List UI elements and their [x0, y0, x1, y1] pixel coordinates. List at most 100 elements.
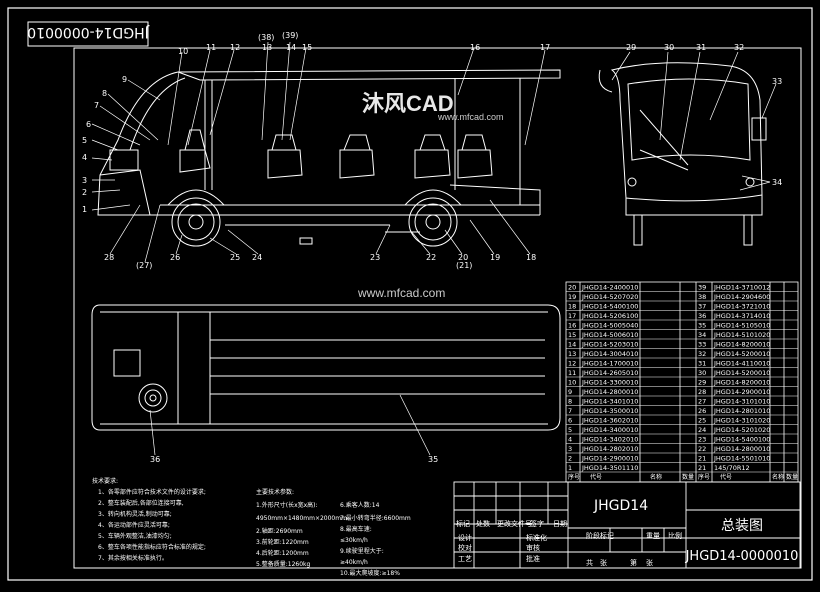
tech-line-4: 4、各运动部件应灵活可靠; [98, 521, 170, 529]
bom-header-name-1: 名称 [650, 473, 662, 481]
param-right-4: ≤30km/h [340, 537, 368, 544]
param-right-5: 9.续驶里程大于: [340, 547, 384, 555]
bom-cell: 23 [698, 436, 706, 444]
title-block-title: 总装图 [721, 518, 763, 534]
bom-header-no-1: 序号 [568, 473, 580, 481]
callout-26: 26 [170, 253, 180, 262]
bom-cell: JHGD14-5200010 [713, 350, 770, 358]
bom-cell: 30 [698, 369, 706, 377]
bom-cell: JHGD14-2400010 [581, 284, 638, 292]
top-callout-labels: 35 36 [150, 455, 438, 464]
bom-cell: 6 [568, 417, 572, 425]
bom-cell: JHGD14-3004010 [581, 350, 638, 358]
bom-cell: 5 [568, 426, 572, 434]
callout-36: 36 [150, 455, 160, 464]
bom-cell: JHGD14-3714010 [713, 312, 770, 320]
watermark-logo: 沐风CAD [362, 86, 454, 118]
callout-21: (21) [456, 261, 472, 270]
tech-title: 技术要求: [92, 477, 118, 485]
bom-cell: 2 [568, 455, 572, 463]
bom-cell: 39 [698, 284, 706, 292]
param-left-2: 4950mm×1480mm×2000mm [256, 515, 347, 522]
callout-9: 9 [122, 75, 127, 84]
bom-cell: 24 [698, 426, 706, 434]
param-right-2: 7.最小转弯半径:6600mm [340, 514, 411, 522]
tb-scale: 比例 [668, 531, 682, 540]
bom-cell: 35 [698, 322, 706, 330]
watermark-site-2: www.mfcad.com [358, 286, 446, 300]
callout-1: 1 [82, 205, 87, 214]
bom-cell: JHGD14-5200010 [713, 369, 770, 377]
callout-2: 2 [82, 188, 87, 197]
callout-30: 30 [664, 43, 674, 52]
bom-cell: JHGD14-4110010 [713, 360, 770, 368]
bom-cell: 17 [568, 312, 576, 320]
bom-cell: 21 [698, 464, 706, 472]
bom-header-qty-2: 数量 [786, 473, 798, 481]
tb-standard: 标准化 [526, 533, 547, 542]
bom-cell: 36 [698, 312, 706, 320]
bom-cell: 19 [568, 293, 576, 301]
callout-11: 11 [206, 43, 216, 52]
param-left-4: 3.前轮距:1220mm [256, 538, 309, 546]
tech-line-6: 6、整车各项性能指标应符合标准的规定; [98, 543, 206, 551]
tech-line-3: 3、转向机构灵活,制动可靠; [98, 510, 172, 518]
outer-frame [7, 7, 813, 581]
bom-cell: JHGD14-5400100 [713, 436, 770, 444]
bom-cell: JHGD14-5006010 [581, 331, 638, 339]
bom-cell: 21 [698, 455, 706, 463]
tech-line-7: 7、其余按相关标准执行。 [98, 554, 168, 562]
bom-cell: 38 [698, 293, 706, 301]
bom-cell: JHGD14-5206100 [581, 312, 638, 320]
bom-cell: JHGD14-8200010 [713, 379, 770, 387]
tech-notes: 技术要求: 1、各零部件应符合技术文件的设计要求; 2、整车装配后,各部位连接可… [92, 477, 206, 562]
bom-cell: 10 [568, 379, 576, 387]
bom-cell: JHGD14-3101010 [713, 398, 770, 406]
param-left-3: 2.轴距:2690mm [256, 527, 303, 535]
callout-3: 3 [82, 176, 87, 185]
callout-8: 8 [102, 89, 107, 98]
top-callouts [149, 394, 431, 456]
tech-line-2: 2、整车装配后,各部位连接可靠, [98, 499, 184, 507]
bom-cell: JHGD14-3300010 [581, 379, 638, 387]
callout-33: 33 [772, 77, 782, 86]
bom-cell: 25 [698, 417, 706, 425]
tech-line-1: 1、各零部件应符合技术文件的设计要求; [98, 488, 206, 496]
bom-cell: 9 [568, 388, 572, 396]
bom-cell: JHGD14-2800010 [581, 388, 638, 396]
callout-28: 28 [104, 253, 114, 262]
tb-count: 处数 [476, 519, 490, 528]
bom-cell: JHGD14-3401010 [581, 398, 638, 406]
callout-20: 20 [458, 253, 468, 262]
bom-cell: JHGD14-2900010 [581, 455, 638, 463]
bom-cell: 13 [568, 350, 576, 358]
tb-date: 日期 [553, 520, 567, 528]
bom-cell: JHGD14-3710012 [713, 284, 770, 292]
tb-sheet: 张 [646, 558, 653, 567]
param-right-1: 6.乘客人数:14 [340, 501, 380, 509]
bom-cell: JHGD14-2904600 [713, 293, 770, 301]
front-callouts [611, 51, 777, 191]
callout-14: 14 [286, 43, 296, 52]
bom-cell: 3 [568, 445, 572, 453]
bom-header-name-2: 名称 [772, 473, 784, 481]
bom-cell: JHGD14-3602010 [581, 417, 638, 425]
tech-line-5: 5、车辆外观整洁,油漆均匀; [98, 532, 172, 540]
callout-27: (27) [136, 261, 152, 270]
bom-cell: 33 [698, 341, 706, 349]
callout-7: 7 [94, 101, 99, 110]
bom-cell: JHGD14-3500010 [581, 407, 638, 415]
callout-38: (38) [258, 33, 274, 42]
callout-32: 32 [734, 43, 744, 52]
side-callouts [91, 41, 546, 263]
title-block-drawing-no: JHGD14-0000010 [685, 549, 799, 564]
bom-cell: JHGD14-5501010 [713, 455, 770, 463]
tb-stage: 阶段标记 [586, 531, 614, 540]
callout-16: 16 [470, 43, 480, 52]
tb-review: 审核 [526, 543, 540, 552]
bom-cell: 12 [568, 360, 576, 368]
bom-table [565, 281, 799, 483]
bom-cell: 26 [698, 407, 706, 415]
bom-cell: 15 [568, 331, 576, 339]
